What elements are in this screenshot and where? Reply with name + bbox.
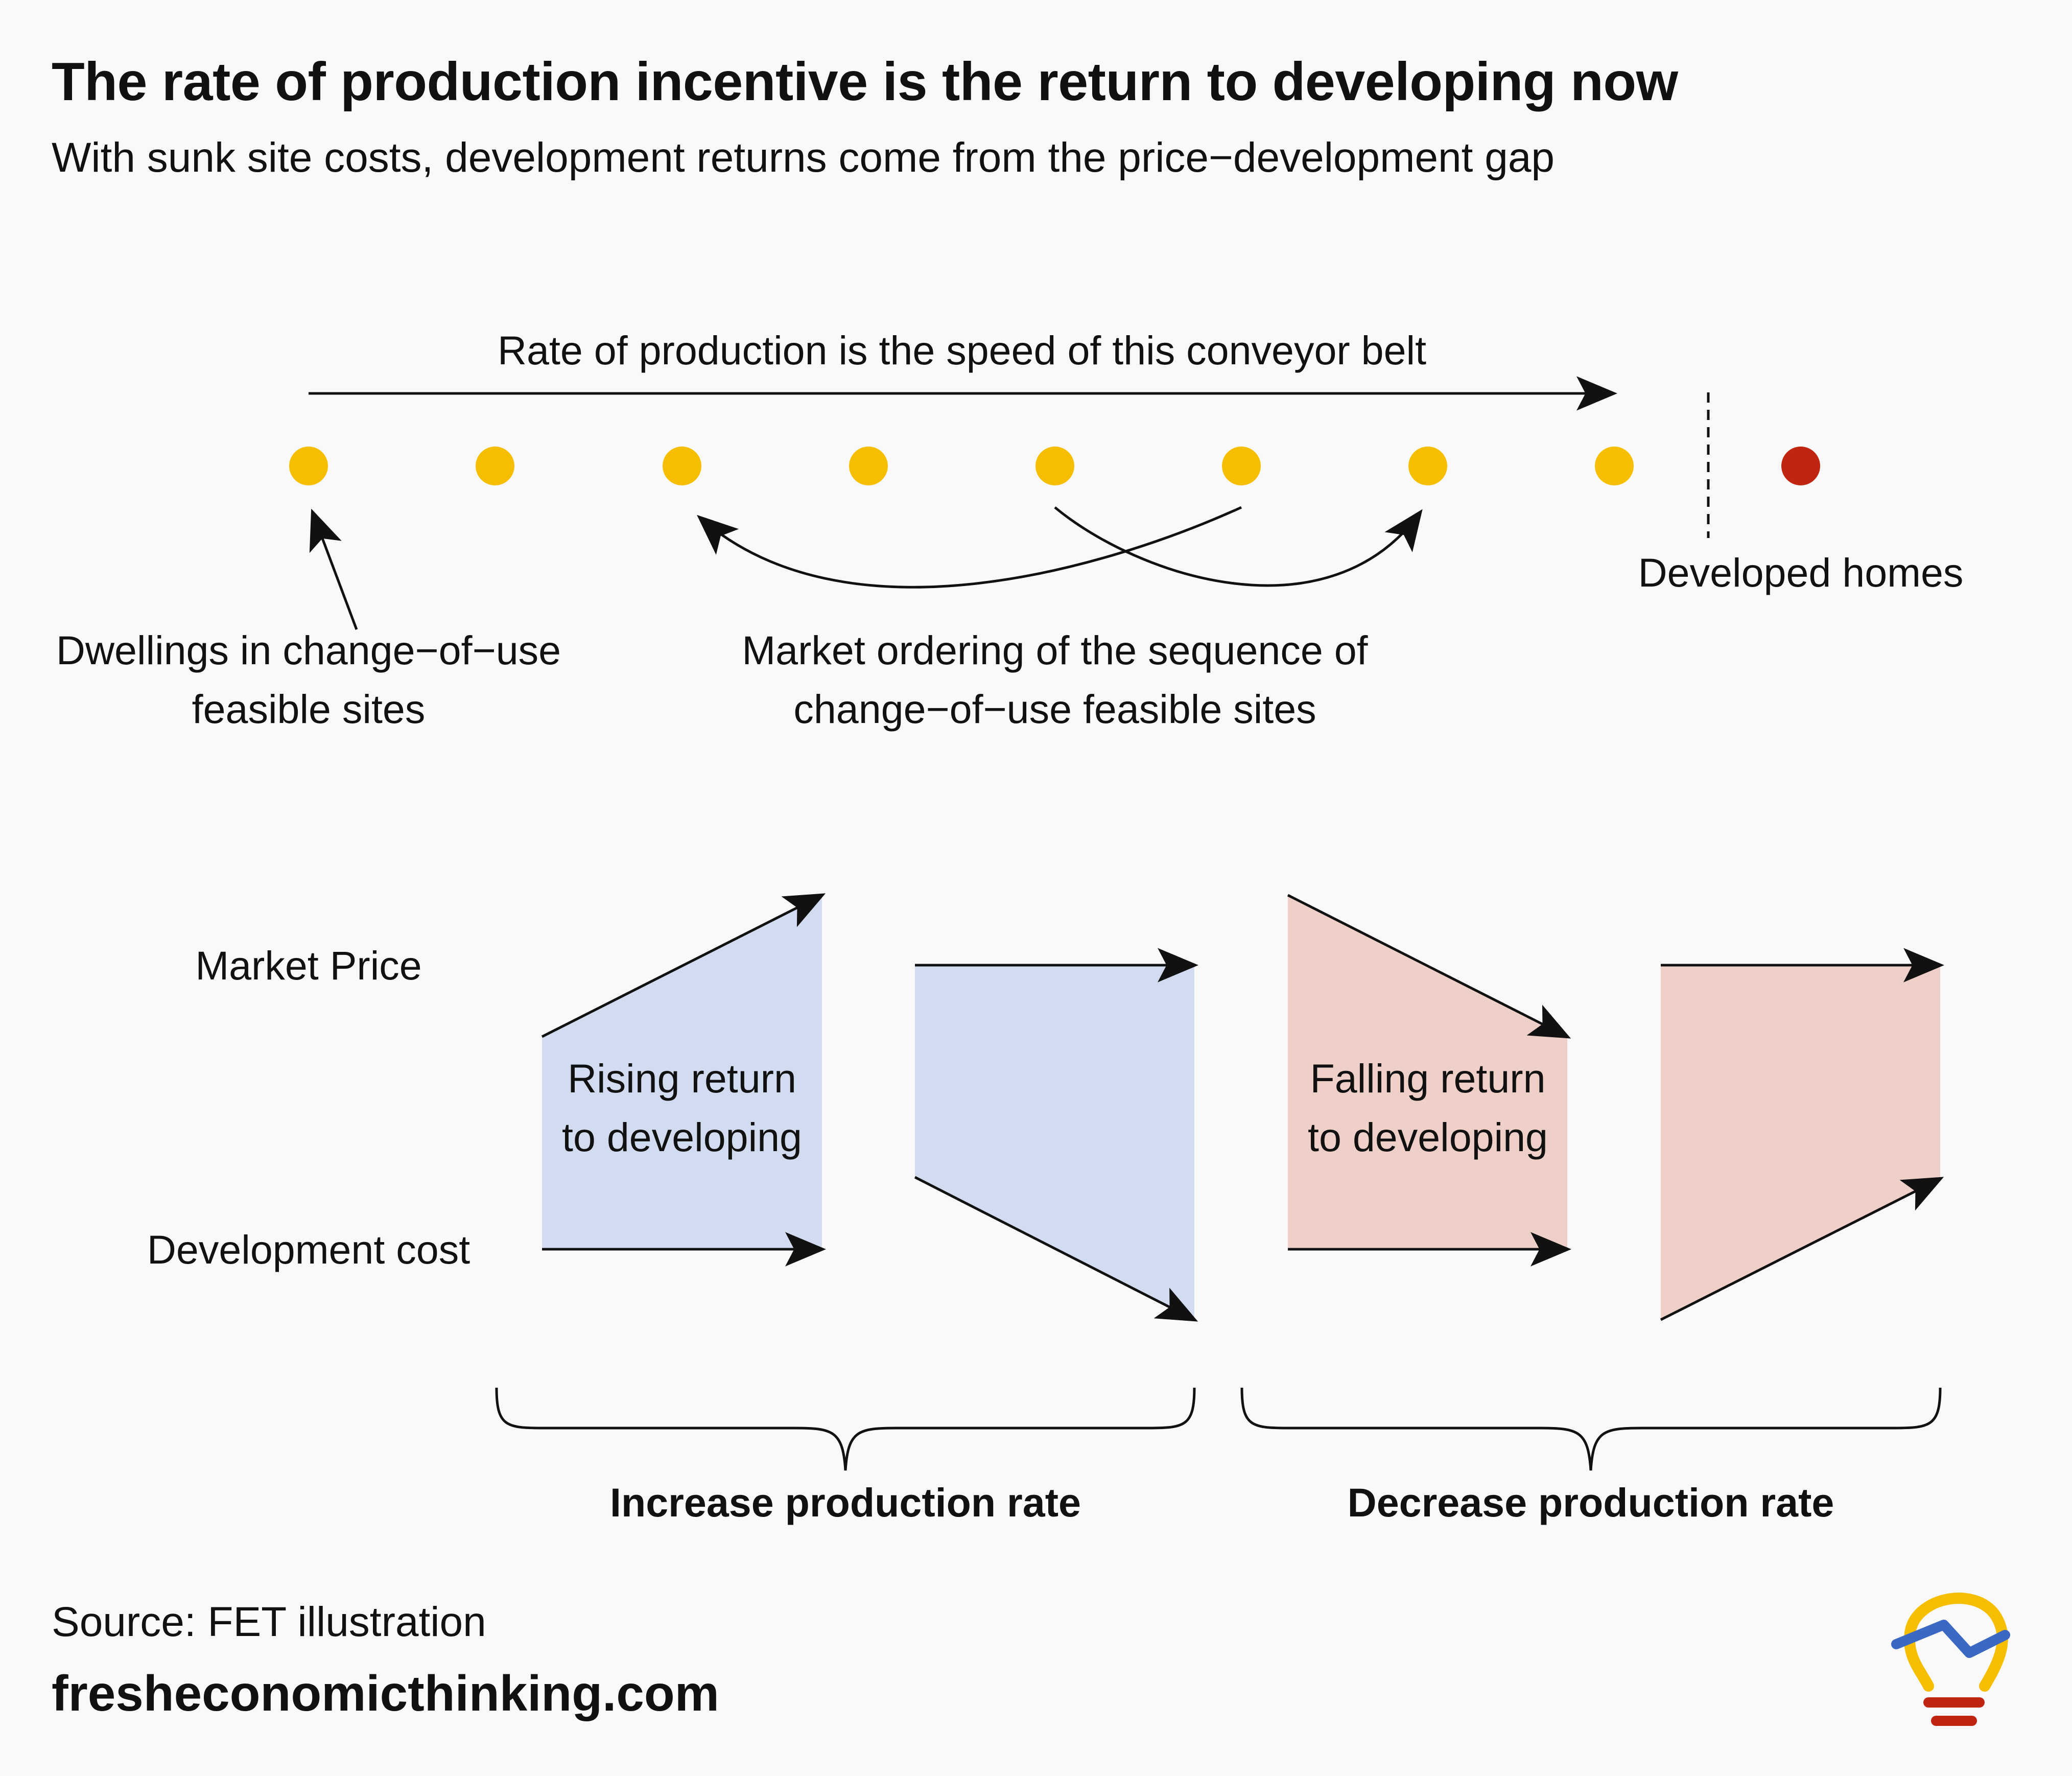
- decrease-brace: [1240, 1387, 1942, 1471]
- site-dot: [476, 447, 514, 485]
- falling-price-arrow: [1287, 894, 1571, 1039]
- logo-trend-line: [1891, 1620, 2010, 1658]
- website-url[interactable]: fresheconomicthinking.com: [52, 1665, 719, 1721]
- reorder-arrow-left: [696, 506, 1242, 589]
- increase-production-label: Increase production rate: [610, 1480, 1081, 1525]
- rising-price-panel: [542, 895, 822, 1249]
- falling-price-panel: [1288, 895, 1567, 1249]
- page-subtitle: With sunk site costs, development return…: [52, 134, 1555, 181]
- site-dot: [849, 447, 888, 485]
- falling-return-line1: Falling return: [1310, 1056, 1545, 1101]
- developed-dot: [1781, 447, 1820, 485]
- ordering-label-line2: change−of−use feasible sites: [793, 686, 1316, 732]
- market-price-label: Market Price: [195, 943, 421, 988]
- page-title: The rate of production incentive is the …: [52, 52, 1678, 112]
- rising-return-line1: Rising return: [568, 1056, 796, 1101]
- bulb-outline: [1904, 1593, 2008, 1692]
- source-note: Source: FET illustration: [52, 1599, 486, 1645]
- site-dot: [1222, 447, 1261, 485]
- development-cost-label: Development cost: [147, 1227, 470, 1272]
- site-dots: [289, 447, 1634, 485]
- site-dot: [1595, 447, 1634, 485]
- increase-brace: [495, 1387, 1196, 1471]
- site-dot: [1408, 447, 1447, 485]
- dwellings-pointer-arrow: [309, 508, 358, 630]
- rising-price-arrow: [541, 893, 826, 1038]
- dwellings-label-line1: Dwellings in change−of−use: [56, 627, 561, 673]
- falling-cost-arrow: [914, 1176, 1198, 1322]
- lightbulb-logo-icon: [1891, 1593, 2010, 1726]
- site-dot: [289, 447, 328, 485]
- dwellings-label-line2: feasible sites: [192, 686, 426, 732]
- developed-homes-label: Developed homes: [1638, 550, 1964, 595]
- conveyor-speed-label: Rate of production is the speed of this …: [498, 328, 1426, 373]
- ordering-label-line1: Market ordering of the sequence of: [742, 627, 1368, 673]
- rising-cost-arrow: [1660, 1177, 1944, 1321]
- reorder-arrow-right: [1054, 506, 1423, 587]
- rising-return-line2: to developing: [562, 1114, 802, 1160]
- rising-cost-panel: [1661, 965, 1940, 1320]
- site-dot: [1035, 447, 1074, 485]
- falling-return-line2: to developing: [1308, 1114, 1548, 1160]
- decrease-production-label: Decrease production rate: [1348, 1480, 1834, 1525]
- site-dot: [663, 447, 701, 485]
- falling-cost-panel: [915, 965, 1194, 1320]
